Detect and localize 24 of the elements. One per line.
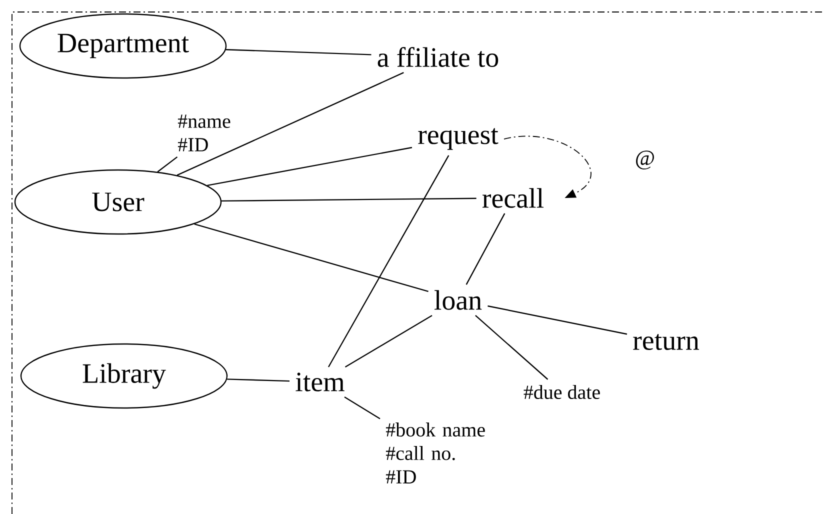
edge-label: @ [632, 148, 658, 172]
attribute-label: #name #ID [178, 114, 230, 152]
connector-line [328, 155, 450, 368]
connector-line [475, 315, 548, 380]
connector-line [344, 314, 432, 368]
connector-line [226, 49, 372, 56]
connector-line [207, 146, 412, 186]
connector-line [344, 396, 380, 420]
connector-line [227, 378, 290, 382]
relation-label: item [296, 372, 344, 392]
attribute-label: #book name #call no. #ID [386, 422, 485, 484]
connector-line [466, 213, 506, 285]
connector-line [222, 198, 476, 202]
relation-label: a ffiliate to [378, 47, 498, 67]
connector-line [176, 72, 404, 176]
connector-line [157, 156, 178, 172]
relation-label: return [633, 334, 699, 350]
relation-label: request [418, 128, 498, 150]
arrow [504, 136, 592, 198]
relation-label: loan [434, 290, 482, 310]
relation-label: recall [482, 188, 544, 208]
connector-line [194, 223, 428, 292]
attribute-label: #due date [524, 384, 600, 400]
connector-line [488, 305, 628, 335]
